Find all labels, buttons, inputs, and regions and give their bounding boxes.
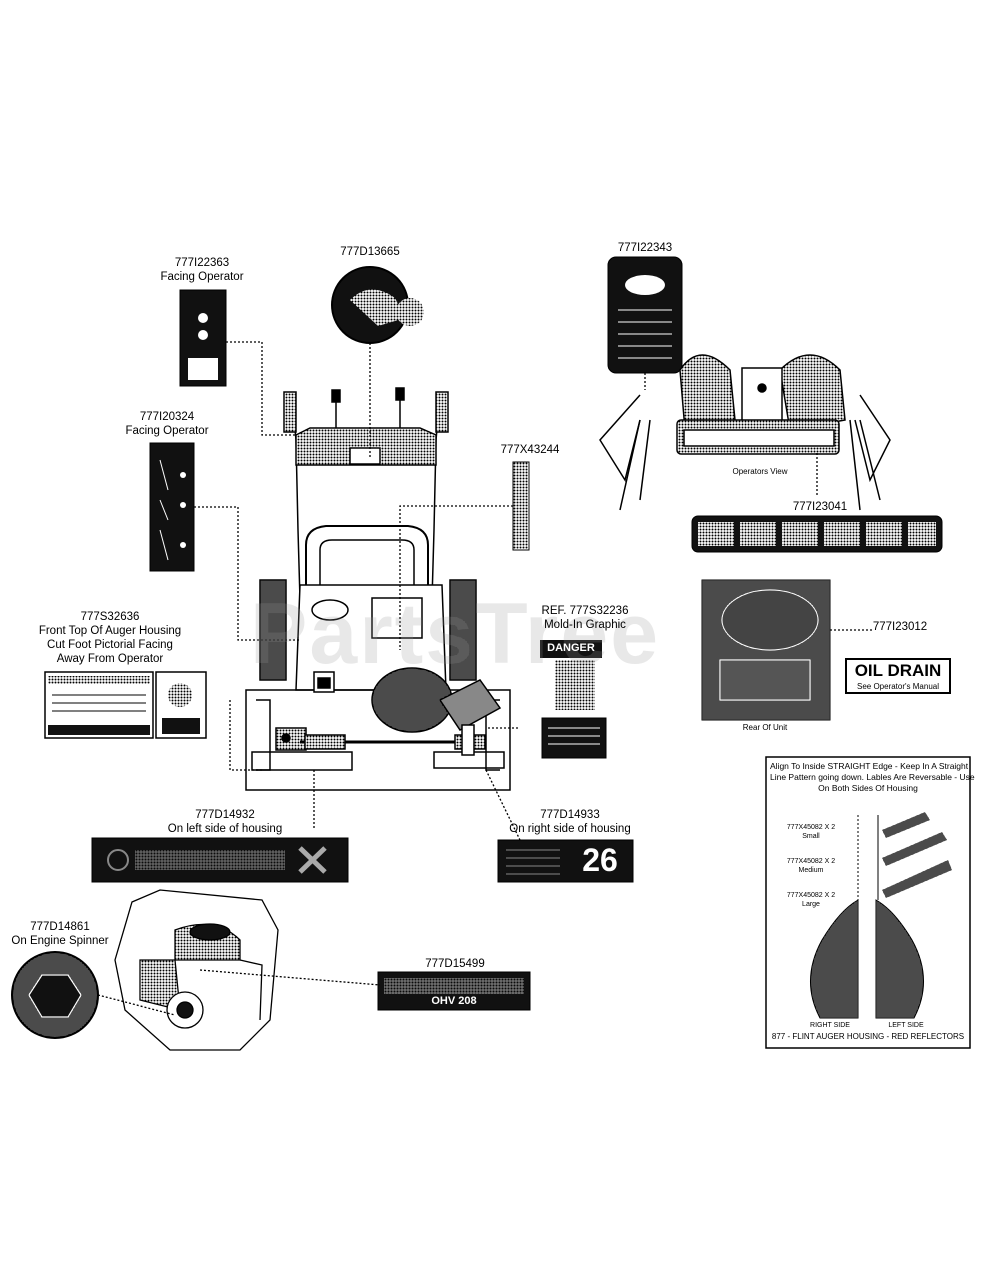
part-number: 777X43244 (500, 444, 560, 456)
label-777I20324: 777I20324 Facing Operator (112, 410, 222, 438)
left-side-label: LEFT SIDE (888, 1022, 924, 1029)
reflector-item-large: 777X45082 X 2 Large (776, 891, 846, 909)
caption: Operators View (732, 467, 788, 476)
leader-lines (97, 341, 874, 1016)
reflector-instructions: Align To Inside STRAIGHT Edge - Keep In … (770, 761, 975, 794)
reflector-item-small: 777X45082 X 2 Small (776, 823, 846, 841)
label-777X43244: 777X43244 (490, 443, 570, 457)
reflector-footer: 877 - FLINT AUGER HOUSING - RED REFLECTO… (771, 1032, 965, 1041)
part-location: On Engine Spinner (11, 935, 109, 947)
rear-of-unit-photo (701, 579, 831, 721)
caption: Rear Of Unit (742, 723, 788, 732)
label-777I22363: 777I22363 Facing Operator (150, 256, 254, 284)
decal-777D14861 (11, 951, 99, 1039)
item-code: 777X45082 X 2 (786, 824, 836, 831)
part-number: REF. 777S32236 (541, 605, 629, 617)
reflector-instruction-box (765, 756, 971, 1049)
label-777S32236: REF. 777S32236 Mold-In Graphic (530, 604, 640, 632)
decal-777S32236 (540, 640, 607, 759)
part-number: 777S32636 (80, 611, 140, 623)
oil-drain-subtitle: See Operator's Manual (856, 682, 939, 691)
part-location: Facing Operator (125, 425, 209, 437)
decal-777I20324 (149, 442, 195, 572)
decal-777X43244 (512, 461, 530, 551)
label-777S32636: 777S32636 Front Top Of Auger Housing Cut… (30, 610, 190, 666)
part-number: 777D14933 (540, 809, 600, 821)
item-size: Large (802, 901, 820, 908)
label-rear-of-unit: Rear Of Unit (720, 723, 810, 733)
ohv-decal-text: OHV 208 (431, 995, 477, 1007)
label-777D14861: 777D14861 On Engine Spinner (0, 920, 120, 948)
label-777D13665: 777D13665 (320, 245, 420, 259)
part-location-2: Cut Foot Pictorial Facing (47, 639, 173, 651)
label-777I23012: 777I23012 (855, 620, 945, 634)
instruction-line-1: Align To Inside STRAIGHT Edge - Keep In … (770, 761, 969, 771)
decal-777D15499 (377, 971, 531, 1011)
oil-drain-title: OIL DRAIN (854, 661, 942, 680)
decal-777I22343 (607, 256, 683, 374)
item-size: Small (802, 833, 820, 840)
part-location: Mold-In Graphic (544, 619, 626, 631)
decal-777D14932 (91, 837, 349, 883)
part-number: 777I20324 (139, 411, 195, 423)
label-777I22343: 777I22343 (595, 241, 695, 255)
part-number: 777D14861 (30, 921, 90, 933)
part-number: 777I22363 (174, 257, 230, 269)
label-777D15499: 777D15499 (405, 957, 505, 971)
label-777D14932: 777D14932 On left side of housing (150, 808, 300, 836)
part-number: 777D15499 (425, 958, 485, 970)
snow-thrower-front-view (245, 387, 511, 791)
decal-777I22363 (179, 289, 227, 387)
right-side-label: RIGHT SIDE (810, 1022, 850, 1029)
label-777I23041: 777I23041 (770, 500, 870, 514)
item-code: 777X45082 X 2 (786, 892, 836, 899)
decal-oil-drain (845, 658, 951, 694)
part-number: 777I23041 (792, 501, 848, 513)
decal-777S32636 (44, 671, 207, 739)
label-777D14933: 777D14933 On right side of housing (495, 808, 645, 836)
decal-777I23041 (691, 515, 943, 553)
part-number: 777I22343 (617, 242, 673, 254)
decal-777D13665 (331, 266, 424, 344)
size-26-decal-text: 26 (582, 842, 618, 878)
part-number: 777I23012 (872, 621, 928, 633)
part-location-3: Away From Operator (56, 653, 164, 665)
operators-view-illustration (599, 354, 891, 511)
label-operators-view: Operators View (715, 467, 805, 477)
part-location: Facing Operator (160, 271, 244, 283)
engine-illustration (114, 889, 279, 1051)
instruction-line-2: Line Pattern going down. Lables Are Reve… (770, 772, 975, 782)
part-location: On left side of housing (167, 823, 283, 835)
left-reflector-strip (259, 579, 477, 681)
decal-777D14933 (497, 839, 634, 883)
danger-decal-text: DANGER (547, 642, 595, 654)
part-number: 777D14932 (195, 809, 255, 821)
item-code: 777X45082 X 2 (786, 858, 836, 865)
part-location-1: Front Top Of Auger Housing (38, 625, 182, 637)
part-location: On right side of housing (509, 823, 631, 835)
reflector-item-medium: 777X45082 X 2 Medium (776, 857, 846, 875)
part-number: 777D13665 (340, 246, 400, 258)
watermark: PartsTree (250, 586, 661, 682)
item-size: Medium (798, 867, 824, 874)
instruction-line-3: On Both Sides Of Housing (818, 783, 918, 793)
